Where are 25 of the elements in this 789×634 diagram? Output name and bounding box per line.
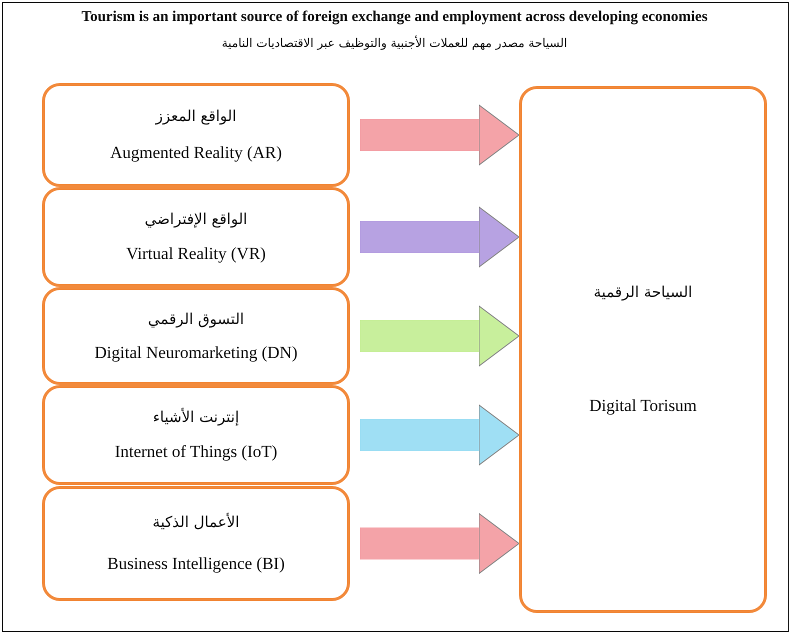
concept-box bbox=[42, 385, 350, 485]
english-label: Digital Neuromarketing (DN) bbox=[94, 342, 298, 362]
block-arrow bbox=[360, 306, 520, 366]
concept-box bbox=[42, 287, 350, 385]
arabic-label: الأعمال الذكية bbox=[152, 512, 240, 531]
arabic-label: الواقع الإفتراضي bbox=[144, 210, 248, 228]
arabic-label: إنترنت الأشياء bbox=[152, 408, 240, 426]
subtitle: السياحة مصدر مهم للعملات الأجنبية والتوظيف عبر الاقتصاديات النامية bbox=[220, 36, 568, 50]
target-box bbox=[519, 86, 767, 613]
english-label: Augmented Reality (AR) bbox=[110, 143, 282, 163]
block-arrow bbox=[360, 404, 520, 466]
arabic-label: التسوق الرقمي bbox=[148, 310, 244, 328]
concept-box bbox=[42, 83, 350, 187]
title: Tourism is an important source of foreign exchange and employment across developing economies bbox=[80, 9, 709, 26]
block-arrow bbox=[360, 513, 520, 574]
arabic-label: السياحة الرقمية bbox=[594, 283, 692, 301]
concept-box bbox=[42, 486, 350, 601]
english-label: Digital Torisum bbox=[589, 396, 697, 416]
english-label: Internet of Things (IoT) bbox=[114, 442, 278, 462]
english-label: Business Intelligence (BI) bbox=[107, 554, 285, 574]
arabic-label: الواقع المعزز bbox=[156, 107, 236, 125]
concept-box bbox=[42, 187, 350, 287]
block-arrow bbox=[360, 104, 520, 166]
english-label: Virtual Reality (VR) bbox=[126, 244, 266, 264]
block-arrow bbox=[360, 206, 520, 268]
